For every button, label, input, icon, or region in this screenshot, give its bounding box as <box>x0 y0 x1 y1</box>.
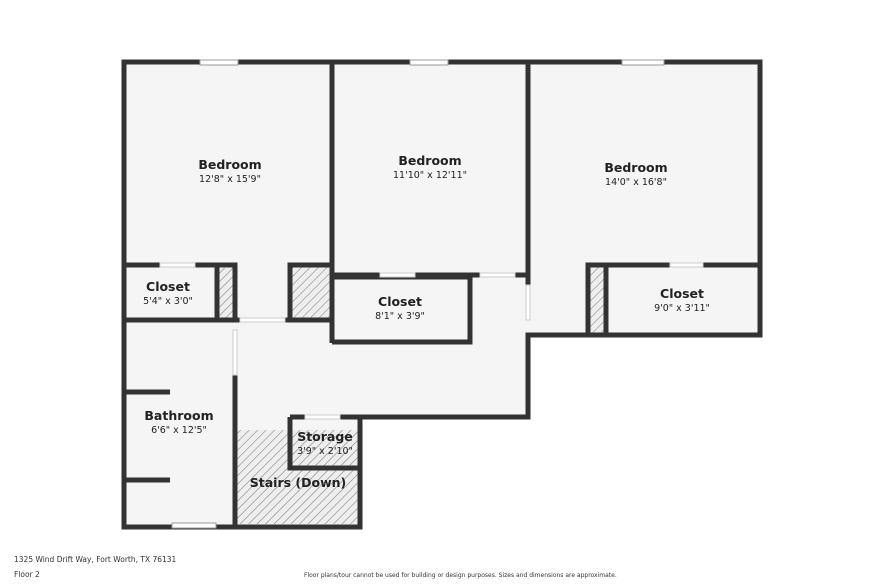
room-dims: 8'1" x 3'9" <box>375 311 425 322</box>
floor-label: Floor 2 <box>14 570 40 579</box>
disclaimer: Floor plans/tour cannot be used for buil… <box>304 572 617 579</box>
chase-hatch <box>217 268 234 318</box>
chase-hatch <box>292 267 330 318</box>
room-dims: 6'6" x 12'5" <box>151 425 207 436</box>
room-dims: 3'9" x 2'10" <box>297 446 353 457</box>
room-closet-1: Closet 5'4" x 3'0" <box>143 279 193 307</box>
room-name: Bathroom <box>144 408 214 423</box>
room-name: Bedroom <box>604 160 668 175</box>
room-bathroom: Bathroom 6'6" x 12'5" <box>144 408 213 436</box>
room-bedroom-2: Bedroom 11'10" x 12'11" <box>393 153 467 181</box>
room-dims: 12'8" x 15'9" <box>199 174 261 185</box>
room-bedroom-3: Bedroom 14'0" x 16'8" <box>604 160 667 188</box>
room-name: Bedroom <box>198 157 262 172</box>
address: 1325 Wind Drift Way, Fort Worth, TX 7613… <box>14 555 177 564</box>
room-name: Closet <box>378 294 422 309</box>
room-closet-3: Closet 9'0" x 3'11" <box>654 286 710 314</box>
room-dims: 11'10" x 12'11" <box>393 170 467 181</box>
chase-hatch <box>590 267 606 333</box>
stairs-hatch <box>237 430 359 524</box>
doors <box>159 262 704 420</box>
room-dims: 14'0" x 16'8" <box>605 177 667 188</box>
room-name: Bedroom <box>398 153 462 168</box>
windows <box>171 59 665 529</box>
room-name: Closet <box>660 286 704 301</box>
room-dims: 5'4" x 3'0" <box>143 296 193 307</box>
room-name: Closet <box>146 279 190 294</box>
room-name: Stairs (Down) <box>249 475 347 490</box>
room-storage: Storage 3'9" x 2'10" <box>297 429 353 457</box>
room-name: Storage <box>297 429 353 444</box>
room-bedroom-1: Bedroom 12'8" x 15'9" <box>198 157 261 185</box>
room-closet-2: Closet 8'1" x 3'9" <box>375 294 425 322</box>
room-stairs: Stairs (Down) <box>250 475 347 490</box>
room-dims: 9'0" x 3'11" <box>654 303 710 314</box>
